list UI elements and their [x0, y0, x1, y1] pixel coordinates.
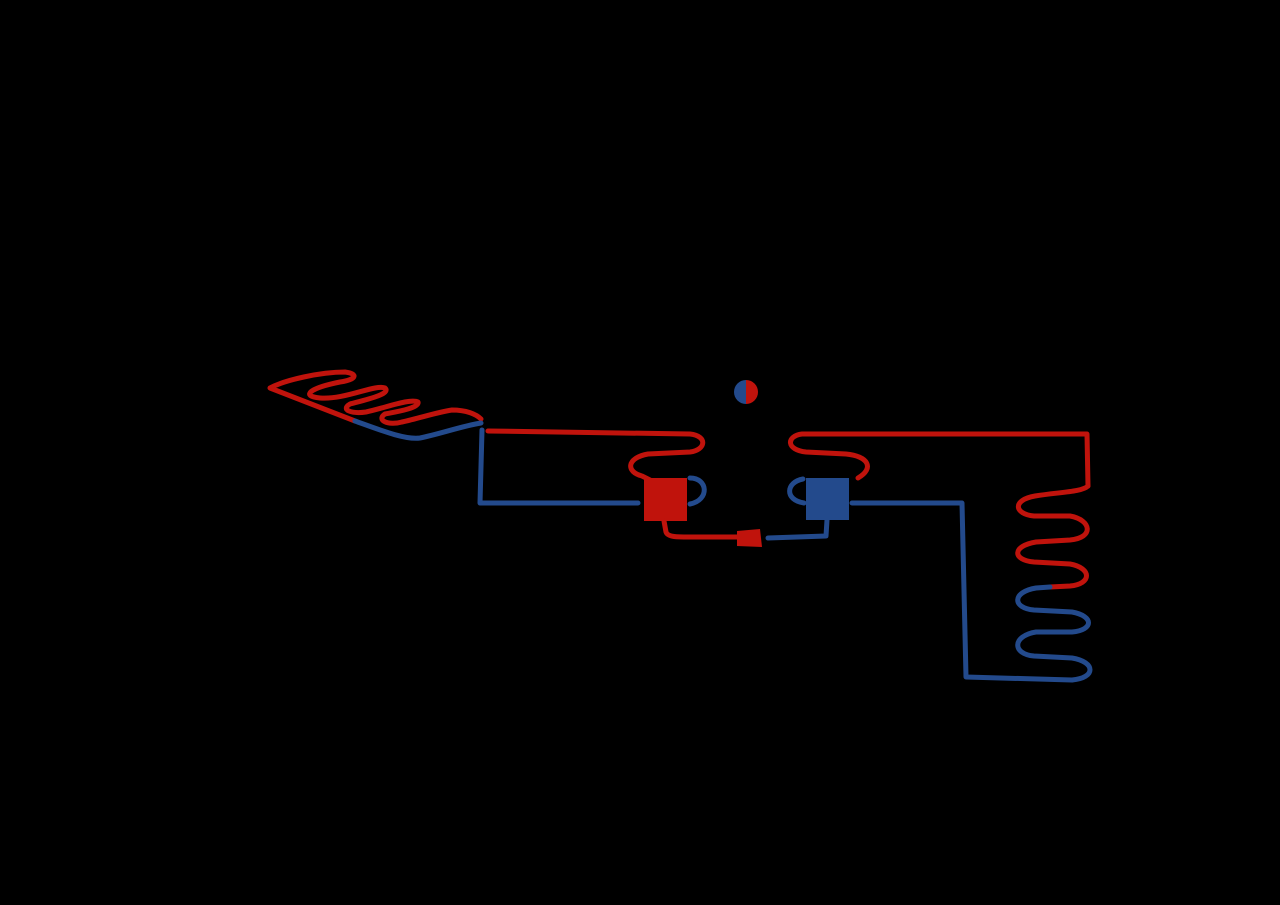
indicator-hot-half: [746, 380, 758, 404]
hot-supply-line-left: [485, 428, 706, 483]
hot-block: [644, 478, 687, 521]
right-coil-hot-pipe: [1015, 483, 1091, 590]
right-coil: [1015, 483, 1093, 683]
valve: [737, 529, 762, 547]
cold-block-cold-hook: [787, 476, 807, 506]
indicator-cold-half: [734, 380, 746, 404]
cold-block: [806, 478, 849, 520]
left-coil-hot-pipe: [267, 369, 484, 426]
left-coil-cold-pipe: [352, 418, 484, 441]
left-coil: [267, 369, 484, 441]
indicator: [734, 380, 758, 404]
cold-return-line-right: [849, 500, 1075, 683]
hot-block-cold-hook: [687, 475, 707, 507]
cold-return-line-left: [477, 427, 641, 506]
hot-supply-line-right: [788, 431, 1091, 489]
valve-inlet-line: [661, 518, 741, 540]
valve-outlet-line: [765, 517, 830, 541]
right-coil-cold-pipe: [1015, 584, 1093, 683]
